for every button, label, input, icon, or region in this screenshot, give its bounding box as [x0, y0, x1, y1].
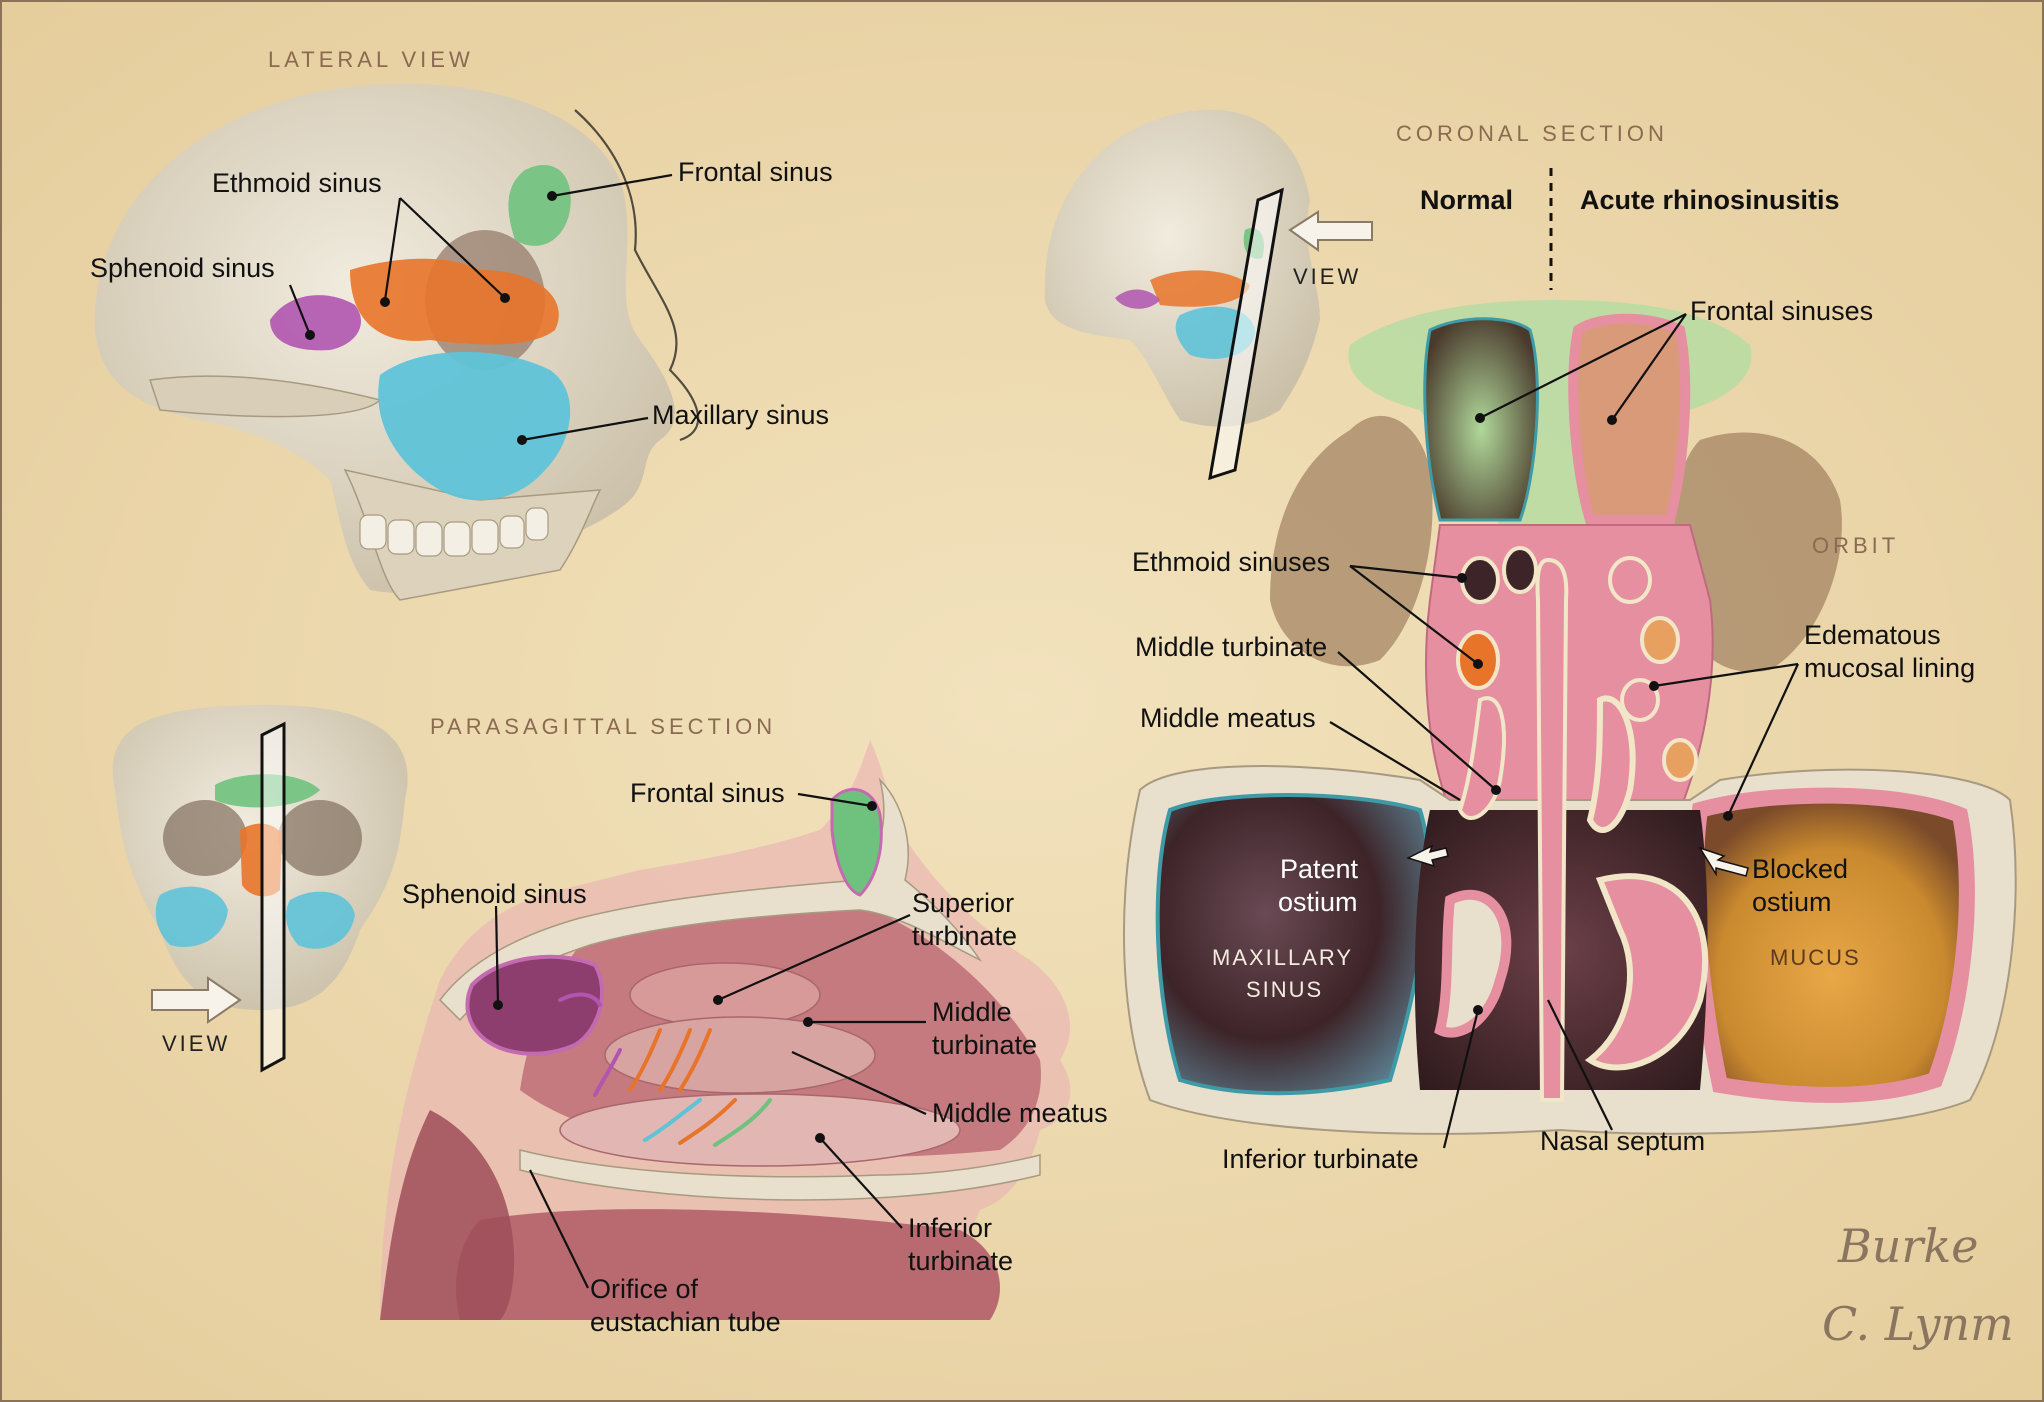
coronal-orbit-left: [1270, 415, 1433, 667]
coronal-middle-turbinate-label: Middle turbinate: [1135, 632, 1327, 662]
parasagittal-locator-left-orbit: [163, 800, 247, 876]
parasagittal-view-label: VIEW: [162, 1031, 230, 1056]
coronal-patent-label-2: ostium: [1278, 887, 1358, 917]
parasagittal-drainage-arrows: [558, 992, 772, 1147]
parasagittal-tongue: [456, 1209, 1000, 1320]
coronal-section-panel: CORONAL SECTION Normal Acute rhinosinusi…: [1123, 121, 2017, 1174]
parasagittal-sphenoid-label: Sphenoid sinus: [402, 879, 587, 909]
signature-lynm: C. Lynm: [1822, 1297, 2014, 1351]
coronal-orbit-label: ORBIT: [1812, 533, 1899, 558]
parasagittal-inferior-turbinate-label-1: Inferior: [908, 1213, 992, 1243]
parasagittal-header: PARASAGITTAL SECTION: [430, 714, 776, 739]
parasagittal-superior-turbinate-label-1: Superior: [912, 888, 1014, 918]
coronal-locator-plane: [1208, 187, 1284, 481]
lateral-view-panel: LATERAL VIEW Ethmoid sinus Frontal sinus…: [90, 47, 833, 601]
coronal-maxillary-label-1: MAXILLARY: [1212, 945, 1353, 970]
parasagittal-locator-maxillary-right: [286, 891, 355, 949]
parasagittal-middle-turbinate-label-1: Middle: [932, 997, 1012, 1027]
lateral-maxillary-sinus: [378, 351, 571, 501]
coronal-orbit-right: [1674, 432, 1842, 672]
coronal-locator: VIEW: [1044, 109, 1373, 481]
blocked-ostium-arrow-icon: [1698, 846, 1749, 877]
coronal-middle-meatus-label: Middle meatus: [1140, 703, 1316, 733]
coronal-acute-label: Acute rhinosinusitis: [1580, 185, 1840, 215]
lateral-view-header: LATERAL VIEW: [268, 47, 474, 72]
coronal-normal-label: Normal: [1420, 185, 1513, 215]
coronal-maxillary-sinus-normal: [1155, 793, 1431, 1096]
coronal-leader-dots: [1457, 413, 1733, 1015]
signature-burke: Burke: [1837, 1219, 1979, 1273]
coronal-blocked-label-2: ostium: [1752, 887, 1832, 917]
coronal-ostium-arrows: [1405, 844, 1749, 877]
lateral-leaders: [288, 173, 673, 442]
parasagittal-locator: VIEW: [112, 705, 408, 1073]
parasagittal-view-arrow-icon: [151, 976, 242, 1024]
coronal-locator-ethmoid: [1150, 270, 1250, 307]
parasagittal-orifice-label-1: Orifice of: [590, 1274, 699, 1304]
coronal-view-label: VIEW: [1293, 264, 1361, 289]
parasagittal-orifice-label-2: eustachian tube: [590, 1307, 781, 1337]
parasagittal-frontal-sinus: [830, 787, 883, 897]
patent-ostium-arrow-icon: [1405, 844, 1449, 868]
coronal-edematous-label-2: mucosal lining: [1804, 653, 1975, 683]
coronal-blocked-label-1: Blocked: [1752, 854, 1848, 884]
lateral-frontal-label: Frontal sinus: [678, 157, 833, 187]
coronal-frontal-sinuses-label: Frontal sinuses: [1690, 296, 1873, 326]
coronal-header: CORONAL SECTION: [1396, 121, 1668, 146]
coronal-inferior-turbinate-normal: [1434, 889, 1512, 1038]
coronal-mucus-label: MUCUS: [1770, 945, 1861, 970]
coronal-leaders: [1329, 313, 1799, 1149]
artist-signatures: Burke C. Lynm: [1822, 1219, 2014, 1351]
parasagittal-locator-maxillary-left: [155, 886, 228, 947]
coronal-middle-turbinate-acute: [1586, 695, 1636, 833]
lateral-face-outline: [574, 109, 700, 442]
parasagittal-leader-dots: [493, 801, 877, 1143]
coronal-nasal-septum: [1535, 557, 1569, 1102]
lateral-ethmoid-label: Ethmoid sinus: [212, 168, 382, 198]
parasagittal-section-panel: PARASAGITTAL SECTION Frontal sinus Sphen…: [380, 714, 1108, 1337]
lateral-sphenoid-label: Sphenoid sinus: [90, 253, 275, 283]
lateral-teeth: [359, 507, 549, 557]
parasagittal-locator-right-orbit: [278, 800, 362, 876]
parasagittal-inferior-turbinate-label-2: turbinate: [908, 1246, 1013, 1276]
parasagittal-superior-turbinate-label-2: turbinate: [912, 921, 1017, 951]
lateral-sphenoid-sinus: [270, 295, 361, 351]
lateral-frontal-sinus: [508, 164, 571, 246]
parasagittal-bone-roof: [439, 777, 983, 1022]
lateral-leader-dots: [305, 191, 557, 445]
coronal-view-arrow-icon: [1288, 210, 1373, 252]
coronal-frontal-sinus-acute: [1568, 313, 1691, 525]
coronal-locator-sphenoid: [1115, 289, 1160, 309]
parasagittal-inferior-turbinate: [559, 1093, 961, 1167]
parasagittal-leaders: [494, 792, 927, 1289]
parasagittal-middle-turbinate-label-2: turbinate: [932, 1030, 1037, 1060]
parasagittal-palate: [519, 1149, 1041, 1201]
coronal-edematous-label-1: Edematous: [1804, 620, 1941, 650]
parasagittal-locator-plane: [260, 721, 286, 1073]
coronal-inferior-turbinate-label: Inferior turbinate: [1222, 1144, 1419, 1174]
parasagittal-frontal-label: Frontal sinus: [630, 778, 785, 808]
parasagittal-sphenoid-sinus: [465, 954, 605, 1056]
coronal-nasal-septum-label: Nasal septum: [1540, 1126, 1705, 1156]
coronal-inferior-turbinate-acute: [1584, 873, 1709, 1071]
parasagittal-middle-turbinate: [604, 1016, 876, 1094]
coronal-maxillary-label-2: SINUS: [1246, 977, 1323, 1002]
coronal-patent-label-1: Patent: [1280, 854, 1359, 884]
parasagittal-pharynx: [380, 1110, 515, 1320]
parasagittal-middle-meatus-label: Middle meatus: [932, 1098, 1108, 1128]
lateral-ethmoid-sinus: [350, 258, 559, 345]
lateral-maxillary-label: Maxillary sinus: [652, 400, 829, 430]
coronal-ethmoid-sinuses-label: Ethmoid sinuses: [1132, 547, 1330, 577]
